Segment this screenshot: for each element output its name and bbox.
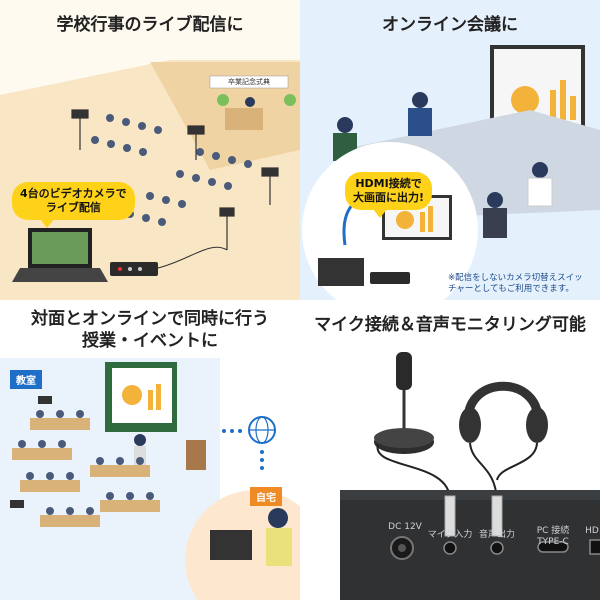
- microphone-icon: [396, 352, 412, 390]
- camera-4: [219, 207, 235, 217]
- hdmi-port: [589, 539, 600, 555]
- school-bubble: 4台のビデオカメラで ライブ配信: [12, 182, 135, 228]
- panel-online-meeting: オンライン会議に HDMI接続で 大画面に出力! ※配信をしないカメラ切替えスイ…: [300, 0, 600, 300]
- mic-illustration: [340, 352, 600, 600]
- panel-title-hybrid: 対面とオンラインで同時に行う 授業・イベントに: [31, 309, 269, 351]
- school-hall-illustration: [0, 60, 300, 300]
- port-label-pc: PC 接続 TYPE-C: [536, 526, 570, 547]
- hybrid-illustration: [0, 358, 300, 600]
- meeting-note: ※配信をしないカメラ切替えスイッ チャーとしてもご利用できます。: [448, 273, 583, 294]
- typec-port: [537, 541, 569, 553]
- podium: [225, 108, 263, 130]
- speaker-figure: [245, 97, 255, 107]
- panel-title-mic: マイク接続＆音声モニタリング可能: [314, 315, 586, 335]
- classroom-tag: 教室: [10, 370, 42, 389]
- class-camera-2: [10, 500, 24, 508]
- panel-mic-audio: マイク接続＆音声モニタリング可能: [300, 300, 600, 600]
- device-body: [340, 490, 600, 600]
- laptop-base: [12, 268, 108, 282]
- panel-title-school: 学校行事のライブ配信に: [56, 15, 244, 35]
- panel-school-live: 学校行事のライブ配信に: [0, 0, 300, 300]
- panel-title-meeting: オンライン会議に: [382, 15, 518, 35]
- camera-1: [71, 109, 89, 119]
- audio-jack: [490, 541, 504, 555]
- panel-hybrid-event: 対面とオンラインで同時に行う 授業・イベントに: [0, 300, 300, 600]
- zoom-laptop: [318, 258, 364, 286]
- camera-2: [187, 125, 205, 135]
- meeting-bubble: HDMI接続で 大画面に出力!: [345, 172, 433, 218]
- mic-jack: [443, 541, 457, 555]
- home-tag: 自宅: [250, 487, 282, 506]
- ceremony-sign: 卒業記念式典: [228, 78, 270, 86]
- meeting-illustration: [302, 45, 600, 300]
- port-label-hdmi: HD: [585, 526, 599, 536]
- headphones-icon: [463, 381, 543, 421]
- class-camera-1: [38, 396, 52, 404]
- camera-3: [261, 167, 279, 177]
- lectern: [186, 440, 206, 470]
- port-label-audio: 音声出力: [478, 530, 515, 540]
- zoom-switcher: [370, 272, 410, 284]
- home-laptop: [210, 530, 252, 560]
- port-label-dc: DC 12V: [388, 522, 422, 532]
- switcher-device: [110, 262, 158, 276]
- port-label-mic: マイク入力: [427, 530, 473, 540]
- ceremony-sign-board: [209, 75, 289, 89]
